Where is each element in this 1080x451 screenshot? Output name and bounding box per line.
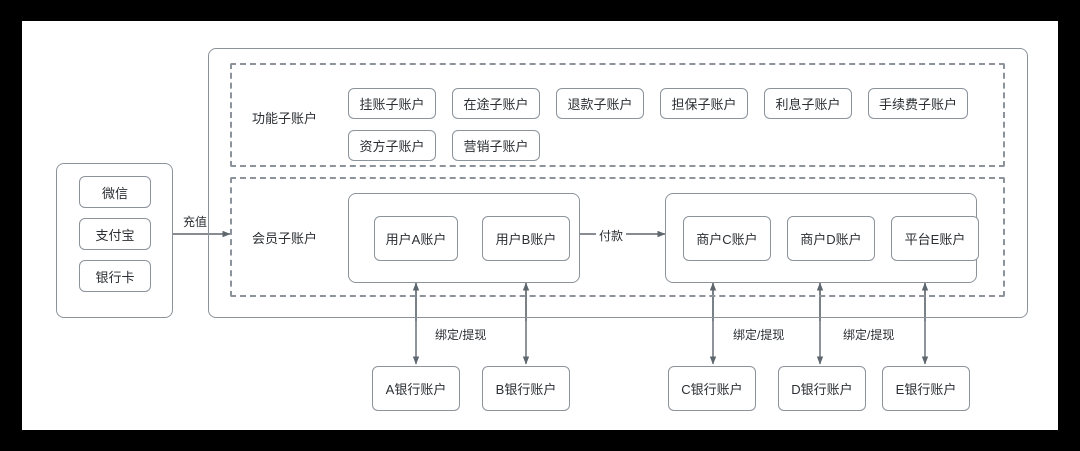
payment-channel-alipay[interactable]: 支付宝 bbox=[79, 218, 151, 250]
functional-subaccount-yingxiao[interactable]: 营销子账户 bbox=[452, 130, 540, 161]
payment-channel-wechat[interactable]: 微信 bbox=[79, 176, 151, 208]
payee-account-merchantD[interactable]: 商户D账户 bbox=[787, 216, 875, 261]
payee-account-platformE[interactable]: 平台E账户 bbox=[891, 216, 979, 261]
functional-subaccount-zifang[interactable]: 资方子账户 bbox=[348, 130, 436, 161]
functional-subaccount-guazhang[interactable]: 挂账子账户 bbox=[348, 88, 436, 119]
bank-account-E[interactable]: E银行账户 bbox=[882, 366, 970, 411]
diagram-canvas: 微信 支付宝 银行卡 充值 功能子账户 挂账子账户 在途子账户 退款子账户 担保… bbox=[22, 21, 1058, 430]
bank-account-A[interactable]: A银行账户 bbox=[372, 366, 460, 411]
edge-label-bind-withdraw-1: 绑定/提现 bbox=[432, 326, 490, 343]
payer-account-userA[interactable]: 用户A账户 bbox=[374, 216, 458, 261]
payment-channels-group bbox=[56, 163, 173, 318]
functional-subaccounts-label: 功能子账户 bbox=[252, 111, 318, 126]
member-subaccounts-label: 会员子账户 bbox=[252, 231, 318, 246]
payer-accounts-group bbox=[348, 193, 580, 283]
functional-subaccounts-group bbox=[230, 63, 1005, 167]
functional-subaccount-lixi[interactable]: 利息子账户 bbox=[764, 88, 852, 119]
functional-subaccount-tuikuan[interactable]: 退款子账户 bbox=[556, 88, 644, 119]
functional-subaccount-danbao[interactable]: 担保子账户 bbox=[660, 88, 748, 119]
functional-subaccount-zaitu[interactable]: 在途子账户 bbox=[452, 88, 540, 119]
platform-account-system-group bbox=[208, 48, 1028, 318]
edge-label-recharge: 充值 bbox=[180, 213, 211, 230]
edge-label-payment: 付款 bbox=[596, 227, 627, 244]
bank-account-D[interactable]: D银行账户 bbox=[778, 366, 866, 411]
payer-account-userB[interactable]: 用户B账户 bbox=[482, 216, 570, 261]
payee-account-merchantC[interactable]: 商户C账户 bbox=[683, 216, 771, 261]
edge-label-bind-withdraw-2: 绑定/提现 bbox=[730, 326, 788, 343]
payment-channel-bankcard[interactable]: 银行卡 bbox=[79, 260, 151, 292]
edge-label-bind-withdraw-3: 绑定/提现 bbox=[840, 326, 898, 343]
bank-account-C[interactable]: C银行账户 bbox=[668, 366, 756, 411]
member-subaccounts-group bbox=[230, 177, 1005, 297]
functional-subaccount-shouxufei[interactable]: 手续费子账户 bbox=[868, 88, 968, 119]
bank-account-B[interactable]: B银行账户 bbox=[482, 366, 570, 411]
